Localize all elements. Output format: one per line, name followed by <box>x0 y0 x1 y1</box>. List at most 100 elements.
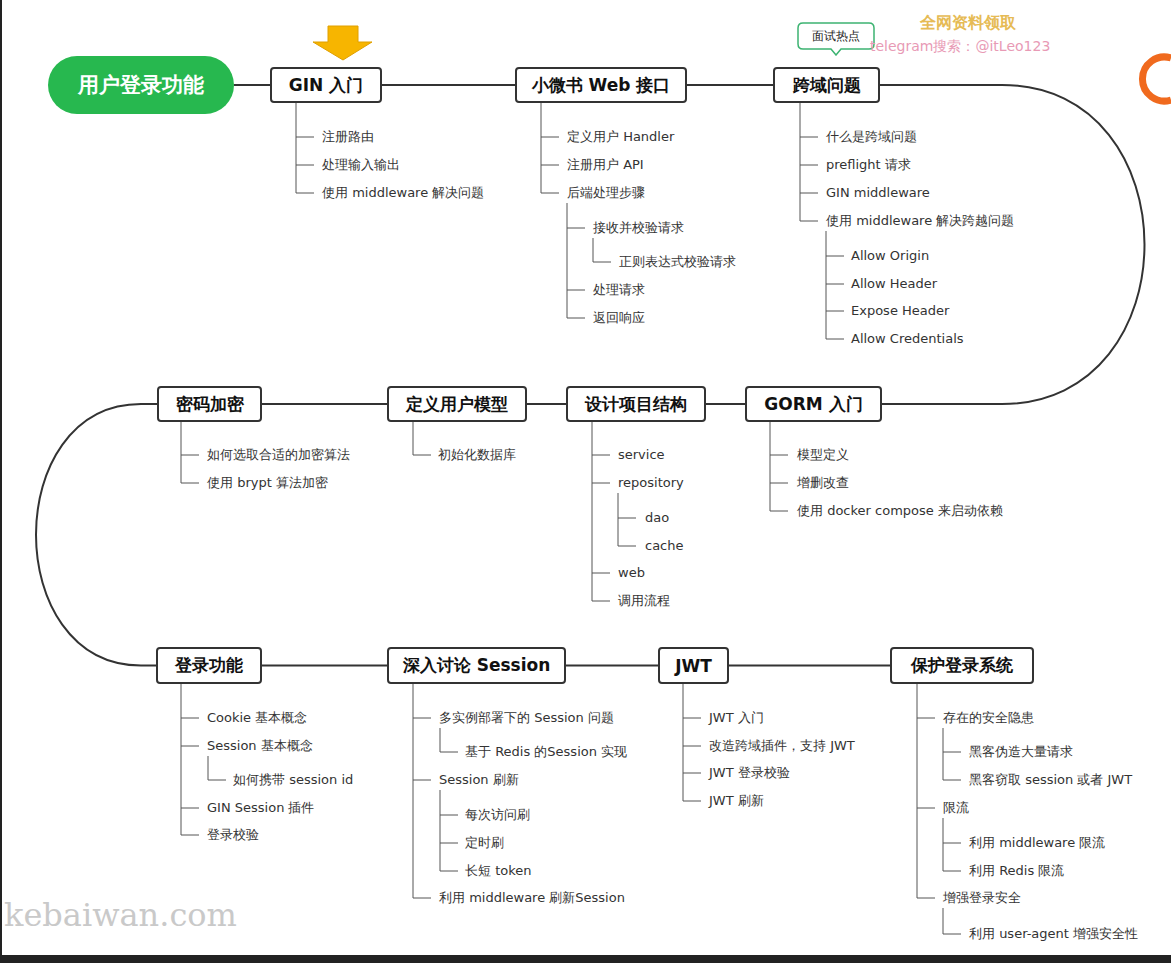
tree-stub <box>917 898 935 899</box>
branch-item: 注册路由 <box>322 128 374 146</box>
flow-connector <box>729 665 890 667</box>
branch-item: 存在的安全隐患 <box>943 709 1034 727</box>
topic-box: 深入讨论 Session <box>387 647 566 684</box>
tree-stub <box>943 752 961 753</box>
branch-item: 初始化数据库 <box>438 446 516 464</box>
tree-stub <box>917 718 935 719</box>
topic-box: 密码加密 <box>157 386 262 422</box>
node-text: 设计项目结构 <box>585 393 687 416</box>
topic-box: 登录功能 <box>156 647 262 684</box>
tree-stub <box>618 546 636 547</box>
branch-item: 基于 Redis 的Session 实现 <box>465 743 627 761</box>
tree-stub <box>770 511 788 512</box>
flow-connector <box>687 84 773 86</box>
tree-stub <box>770 483 788 484</box>
tree-line <box>440 728 441 752</box>
branch-item: service <box>618 446 665 464</box>
branch-item: Allow Credentials <box>851 330 964 348</box>
branch-item: 处理请求 <box>593 281 645 299</box>
tree-stub <box>770 455 788 456</box>
branch-item: 使用 middleware 解决问题 <box>322 184 484 202</box>
tree-stub <box>943 934 961 935</box>
flow-connector <box>880 85 1145 404</box>
branch-item: 限流 <box>943 799 969 817</box>
node-text: 密码加密 <box>176 393 244 416</box>
node-text: 定义用户模型 <box>406 393 508 416</box>
branch-item: 黑客伪造大量请求 <box>969 743 1073 761</box>
node-text: 跨域问题 <box>793 74 861 97</box>
topic-box: 定义用户模型 <box>387 386 527 422</box>
tree-stub <box>440 843 458 844</box>
tree-stub <box>683 801 701 802</box>
flow-connector <box>706 403 745 405</box>
tree-stub <box>800 221 818 222</box>
tree-line <box>296 103 297 193</box>
tree-line <box>770 422 771 511</box>
tree-stub <box>826 284 844 285</box>
branch-item: 增强登录安全 <box>943 889 1021 907</box>
flow-connector <box>262 665 387 667</box>
topic-box: GIN 入门 <box>270 67 382 103</box>
start-pill: 用户登录功能 <box>48 56 234 114</box>
branch-item: 利用 user-agent 增强安全性 <box>969 925 1138 943</box>
branch-item: dao <box>645 509 669 527</box>
node-text: 面试热点 <box>812 28 860 45</box>
tree-line <box>618 493 619 546</box>
branch-item: 黑客窃取 session 或者 JWT <box>969 771 1132 789</box>
branch-item: 登录校验 <box>207 826 259 844</box>
branch-item: 注册用户 API <box>567 156 644 174</box>
tree-stub <box>618 518 636 519</box>
tree-stub <box>541 193 559 194</box>
branch-item: 模型定义 <box>797 446 849 464</box>
node-text: 小微书 Web 接口 <box>532 74 671 97</box>
flow-connector <box>566 665 658 667</box>
tree-stub <box>826 339 844 340</box>
branch-item: preflight 请求 <box>826 156 911 174</box>
tree-line <box>592 422 593 601</box>
tree-stub <box>181 483 199 484</box>
branch-item: 利用 middleware 限流 <box>969 834 1105 852</box>
tree-stub <box>413 898 431 899</box>
tree-line <box>826 231 827 339</box>
tree-stub <box>683 718 701 719</box>
branch-item: Allow Origin <box>851 247 929 265</box>
tree-stub <box>567 228 585 229</box>
branch-item: Cookie 基本概念 <box>207 709 307 727</box>
branch-item: 正则表达式校验请求 <box>619 253 736 271</box>
tree-stub <box>296 137 314 138</box>
flow-connector <box>527 403 566 405</box>
branch-item: 每次访问刷 <box>465 806 530 824</box>
frame-edge <box>0 955 1171 963</box>
pointer-arrow <box>313 26 372 60</box>
flow-connector <box>234 84 270 86</box>
tree-stub <box>413 718 431 719</box>
watermark: telegram搜索：@itLeo123 <box>870 37 1050 55</box>
tree-stub <box>800 137 818 138</box>
tree-stub <box>541 165 559 166</box>
flow-connector <box>382 84 515 86</box>
tree-stub <box>592 455 610 456</box>
node-text: GIN 入门 <box>289 74 363 97</box>
tree-stub <box>181 835 199 836</box>
tree-stub <box>181 718 199 719</box>
branch-item: 如何选取合适的加密算法 <box>207 446 350 464</box>
branch-item: Session 基本概念 <box>207 737 313 755</box>
branch-item: Expose Header <box>851 302 949 320</box>
tree-stub <box>440 871 458 872</box>
branch-item: 利用 Redis 限流 <box>969 862 1064 880</box>
branch-item: 接收并校验请求 <box>593 219 684 237</box>
branch-item: JWT 入门 <box>709 709 764 727</box>
flow-connector <box>262 403 387 405</box>
callout-bubble: 面试热点 <box>797 22 875 56</box>
branch-item: JWT 登录校验 <box>709 764 790 782</box>
branch-item: 调用流程 <box>618 592 670 610</box>
tree-stub <box>593 262 611 263</box>
tree-line <box>440 790 441 871</box>
branch-item: 如何携带 session id <box>233 771 353 789</box>
flow-connector <box>36 404 157 666</box>
topic-box: 跨域问题 <box>773 67 880 103</box>
tree-stub <box>440 752 458 753</box>
branch-item: GIN Session 插件 <box>207 799 315 817</box>
